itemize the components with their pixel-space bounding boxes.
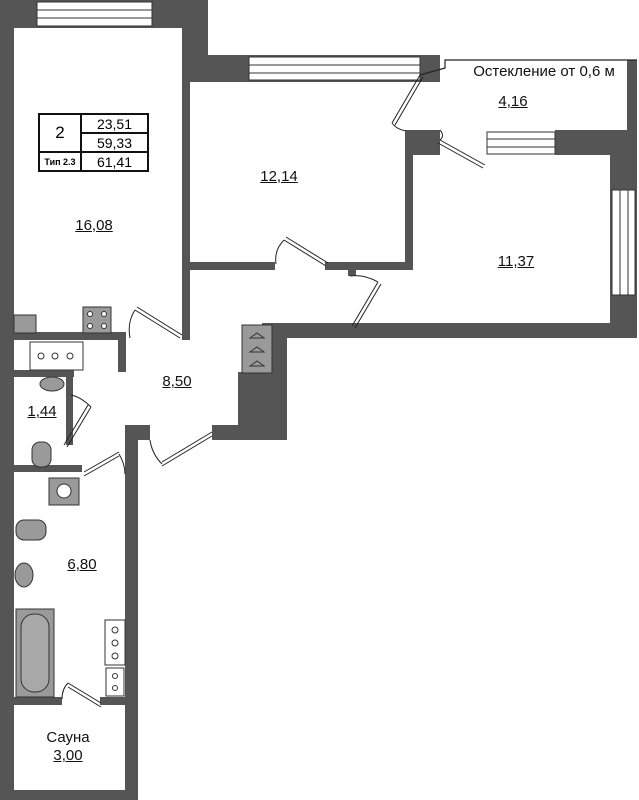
bidet-icon <box>15 519 47 541</box>
room-area-hallway: 8,50 <box>162 373 192 390</box>
apartment-info-box: 2 23,51 59,33 Тип 2.3 61,41 <box>38 113 149 172</box>
room-area-sauna: 3,00 <box>53 747 83 764</box>
sink-icon <box>13 314 37 334</box>
total-area: 59,33 <box>81 133 148 152</box>
windows <box>36 1 636 296</box>
room-name-sauna: Сауна <box>46 729 90 746</box>
apartment-type: Тип 2.3 <box>39 152 81 171</box>
room-area-bedroom-2: 11,37 <box>497 253 535 270</box>
living-area: 23,51 <box>81 114 148 133</box>
fixtures <box>13 306 273 698</box>
room-area-bedroom-1: 12,14 <box>260 168 298 185</box>
total-with-balcony: 61,41 <box>81 152 148 171</box>
toilet-icon <box>31 441 52 468</box>
room-area-bathroom: 6,80 <box>67 556 97 573</box>
balcony-outline <box>419 59 637 76</box>
doors <box>61 74 486 708</box>
washbasin-icon <box>39 376 65 392</box>
glazing-note: Остекление от 0,6 м <box>473 63 615 80</box>
sauna-stove-icon <box>105 667 125 697</box>
room-area-living-kitchen: 16,08 <box>75 217 113 234</box>
room-area-wc: 1,44 <box>27 403 57 420</box>
room-area-balcony: 4,16 <box>498 93 528 110</box>
stove-icon <box>82 306 112 334</box>
room-count: 2 <box>39 114 81 152</box>
basin-icon <box>14 562 34 588</box>
